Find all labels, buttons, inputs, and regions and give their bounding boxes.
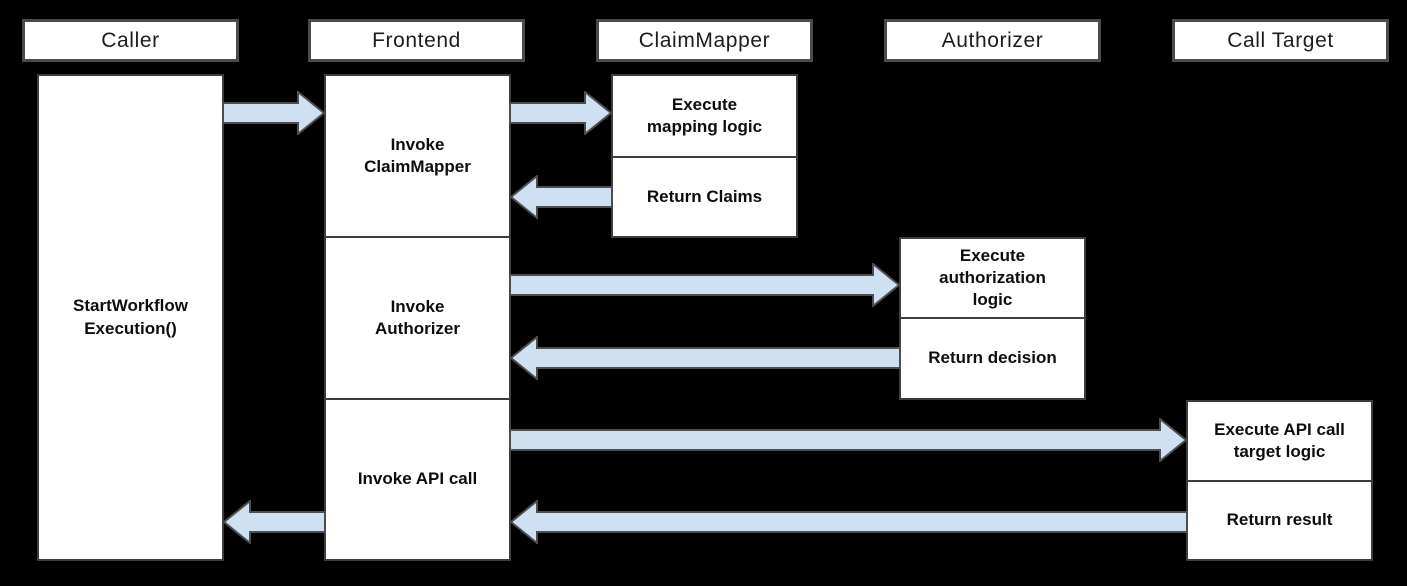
box-invoke-claimmapper: Invoke ClaimMapper [324,74,511,238]
box-label: Invoke ClaimMapper [364,134,471,176]
box-invoke-api-call: Invoke API call [324,398,511,561]
lane-header-call-target: Call Target [1172,19,1389,62]
box-startworkflowexecution: StartWorkflow Execution() [37,74,224,561]
box-label: Return result [1226,510,1333,530]
box-execute-mapping-logic: Execute mapping logic [611,74,798,158]
box-execute-api-call-target-logic: Execute API call target logic [1186,400,1373,482]
box-label: Return Claims [646,186,763,206]
box-label: Execute mapping logic [646,94,763,136]
box-label: Invoke API call [357,469,478,489]
lane-header-frontend: Frontend [308,19,525,62]
lane-header-caller: Caller [22,19,239,62]
box-label: Execute API call target logic [1214,419,1345,461]
arrow-call-target-to-frontend [509,500,1188,544]
arrow-frontend-to-call-target [509,418,1188,462]
lane-header-authorizer: Authorizer [884,19,1101,62]
box-label: Invoke Authorizer [375,296,460,338]
box-return-result: Return result [1186,480,1373,561]
arrow-frontend-to-claimmapper [509,91,613,135]
box-execute-authorization-logic: Execute authorization logic [899,237,1086,319]
box-invoke-authorizer: Invoke Authorizer [324,236,511,400]
arrow-frontend-to-authorizer [509,263,901,307]
box-label: Execute authorization logic [939,245,1046,310]
arrow-claimmapper-to-frontend [509,175,613,219]
box-return-claims: Return Claims [611,156,798,238]
box-label: Return decision [928,348,1057,368]
arrow-authorizer-to-frontend [509,336,901,380]
box-return-decision: Return decision [899,317,1086,400]
arrow-frontend-to-caller [222,500,326,544]
box-label: StartWorkflow Execution() [73,296,188,338]
lane-header-claimmapper: ClaimMapper [596,19,813,62]
arrow-caller-to-frontend [222,91,326,135]
